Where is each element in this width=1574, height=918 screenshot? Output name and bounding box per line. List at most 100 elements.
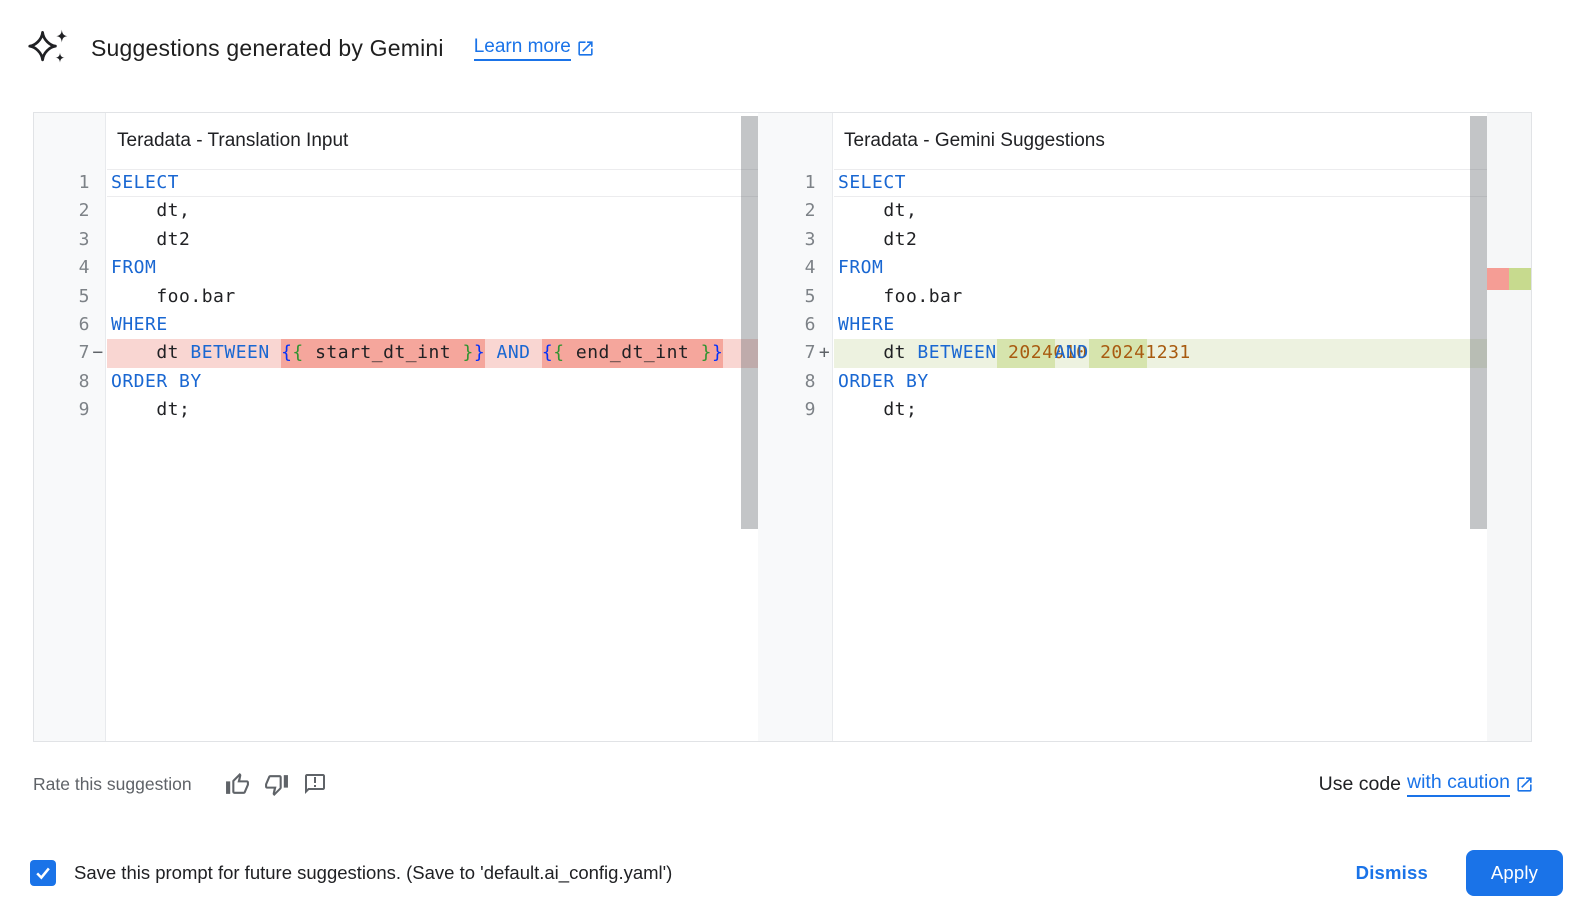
diff-editor-container: Teradata - Translation Input 1 SELECT 2 dt… <box>33 112 1532 742</box>
learn-more-label: Learn more <box>473 36 571 61</box>
diff-sign: − <box>92 342 104 364</box>
with-caution-link[interactable]: with caution <box>1407 771 1510 797</box>
code-line-content: foo.bar <box>111 285 236 307</box>
code-line-content: WHERE <box>111 313 168 335</box>
diff-sign <box>816 396 833 424</box>
scrollbar-thumb[interactable] <box>1470 116 1487 529</box>
code-line-content: SELECT <box>107 169 758 197</box>
apply-button[interactable]: Apply <box>1466 850 1563 896</box>
rate-suggestion-row: Rate this suggestion <box>33 764 334 804</box>
diff-sign <box>816 283 833 311</box>
code-line: 1 SELECT <box>34 169 758 197</box>
pane-title-input: Teradata - Translation Input <box>117 130 349 151</box>
open-in-new-icon <box>1517 776 1532 792</box>
code-line: 6 WHERE <box>34 311 758 339</box>
line-number: 2 <box>804 200 816 222</box>
thumb-up-button[interactable] <box>225 772 250 797</box>
line-number: 5 <box>804 285 816 307</box>
code-line-content: ORDER BY <box>111 370 202 392</box>
line-number: 3 <box>804 228 816 250</box>
diff-sign <box>816 368 833 396</box>
line-number: 3 <box>78 228 90 250</box>
code-line: 8 ORDER BY <box>34 368 758 396</box>
line-number: 1 <box>804 172 816 193</box>
line-number: 1 <box>78 172 90 193</box>
scrollbar-thumb[interactable] <box>741 116 758 529</box>
code-line-content: dt BETWEEN {{ start_dt_int }} AND {{ end… <box>107 339 758 368</box>
code-line-content: FROM <box>111 257 157 279</box>
line-number: 7 <box>804 342 816 364</box>
code-line-content: dt BETWEEN 20240101 AND 20241231 <box>834 339 1531 368</box>
line-number: 9 <box>78 399 90 421</box>
diff-sign <box>816 254 833 282</box>
diff-marker-added <box>1509 268 1531 290</box>
code-line-content: foo.bar <box>838 285 963 307</box>
code-line-content: FROM <box>838 257 884 279</box>
dismiss-button[interactable]: Dismiss <box>1355 862 1428 883</box>
line-number: 6 <box>804 313 816 335</box>
code-line: 5 foo.bar <box>34 283 758 311</box>
pane-title-suggestions: Teradata - Gemini Suggestions <box>844 130 1105 151</box>
code-line: 4 FROM <box>758 254 1531 282</box>
feedback-icon <box>304 774 325 794</box>
code-line-content: dt, <box>838 200 918 222</box>
page-title: Suggestions generated by Gemini <box>91 34 444 61</box>
save-prompt-label: Save this prompt for future suggestions.… <box>74 862 673 883</box>
code-line: 7+ dt BETWEEN 20240101 AND 20241231 <box>758 339 1531 368</box>
diff-sign <box>816 226 833 254</box>
code-line-content: WHERE <box>838 313 895 335</box>
learn-more-link[interactable]: Learn more <box>473 36 595 61</box>
code-line-content: dt; <box>838 399 918 421</box>
code-line: 8 ORDER BY <box>758 368 1531 396</box>
diff-sign <box>90 283 106 311</box>
code-line-content: ORDER BY <box>838 370 929 392</box>
open-in-new-icon <box>578 40 593 56</box>
diff-marker-removed <box>1487 268 1509 290</box>
code-line: 9 dt; <box>34 396 758 424</box>
diff-sign <box>90 311 106 339</box>
thumb-down-button[interactable] <box>264 772 289 797</box>
code-line-content: dt, <box>111 200 191 222</box>
line-number: 4 <box>804 257 816 279</box>
diff-sign <box>90 197 106 225</box>
line-number-gutter <box>758 113 833 741</box>
use-code-label: Use code <box>1318 772 1402 795</box>
line-number: 8 <box>78 370 90 392</box>
save-prompt-checkbox[interactable] <box>30 860 56 886</box>
code-line: 1 SELECT <box>758 169 1531 197</box>
diff-pane-gemini-suggestions: Teradata - Gemini Suggestions 1 SELECT 2 d… <box>758 113 1531 741</box>
footer-bar: Save this prompt for future suggestions.… <box>30 845 1563 901</box>
thumb-down-icon <box>264 774 288 796</box>
code-line: 4 FROM <box>34 254 758 282</box>
code-line: 3 dt2 <box>758 226 1531 254</box>
diff-sign <box>90 254 106 282</box>
code-line-content: dt; <box>111 399 191 421</box>
checkmark-icon <box>36 867 50 880</box>
line-number: 8 <box>804 370 816 392</box>
diff-overview-ruler <box>1487 113 1531 741</box>
diff-pane-translation-input: Teradata - Translation Input 1 SELECT 2 dt… <box>34 113 758 741</box>
diff-sign <box>90 169 106 197</box>
gemini-suggestions-header: Suggestions generated by Gemini Learn mo… <box>27 24 595 72</box>
feedback-button[interactable] <box>303 772 327 796</box>
line-number: 5 <box>78 285 90 307</box>
code-line-content: SELECT <box>834 169 1531 197</box>
use-code-caution: Use code with caution <box>1319 764 1534 804</box>
code-line: 5 foo.bar <box>758 283 1531 311</box>
line-number: 4 <box>78 257 90 279</box>
line-number: 2 <box>78 200 90 222</box>
code-line: 3 dt2 <box>34 226 758 254</box>
diff-sign <box>816 169 833 197</box>
diff-sign <box>90 368 106 396</box>
line-number: 6 <box>78 313 90 335</box>
code-line: 6 WHERE <box>758 311 1531 339</box>
diff-sign <box>90 396 106 424</box>
code-line: 9 dt; <box>758 396 1531 424</box>
diff-sign: + <box>818 342 831 364</box>
diff-sign <box>90 226 106 254</box>
diff-sign <box>816 197 833 225</box>
rate-label: Rate this suggestion <box>33 773 192 794</box>
code-line: 7− dt BETWEEN {{ start_dt_int }} AND {{ … <box>34 339 758 368</box>
